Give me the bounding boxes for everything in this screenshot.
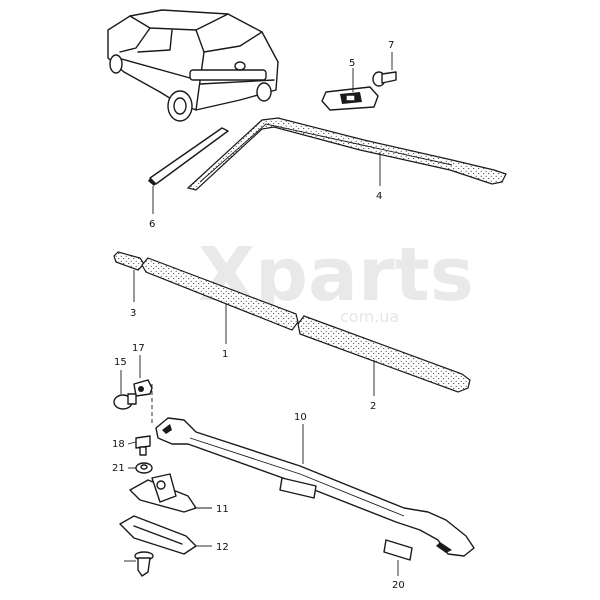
part-4-roof-drip-moulding xyxy=(186,117,507,191)
car-illustration xyxy=(107,9,279,122)
callout-1: 1 xyxy=(222,349,228,360)
callout-20: 21 xyxy=(112,463,125,474)
part-6-window-seal-strip xyxy=(148,127,229,214)
callout-5: 5 xyxy=(349,58,355,69)
callout-12: 12 xyxy=(216,542,229,553)
callout-14: 15 xyxy=(114,357,127,368)
callout-6: 6 xyxy=(149,219,155,230)
part-20-washer xyxy=(128,462,153,474)
part-18-adhesive-pad xyxy=(383,539,413,576)
callout-7: 7 xyxy=(388,40,394,51)
part-15-expanding-nut xyxy=(133,355,153,397)
part-17-socket-screw xyxy=(127,435,151,456)
callout-15: 17 xyxy=(132,343,145,354)
watermark-domain: com.ua xyxy=(340,307,399,326)
part-10-roof-rail xyxy=(155,417,475,557)
part-3-moulding-end-cap xyxy=(113,251,145,302)
part-2-front-moulding-strip xyxy=(297,315,471,396)
callout-17: 18 xyxy=(112,439,125,450)
callout-11: 11 xyxy=(216,504,229,515)
part-12-mounting-gasket xyxy=(119,515,212,555)
part-11-rail-mounting-foot xyxy=(129,473,212,513)
callout-4: 4 xyxy=(376,191,382,202)
part-5-moulding-clip xyxy=(321,68,379,111)
part-14-plug-cap xyxy=(113,370,137,410)
callout-10: 10 xyxy=(294,412,307,423)
part-21-push-rivet xyxy=(124,551,154,577)
callout-2: 2 xyxy=(370,401,376,412)
callout-18: 20 xyxy=(392,580,405,591)
part-7-clip-screw xyxy=(372,52,397,87)
callout-3: 3 xyxy=(130,308,136,319)
part-1-rear-moulding-strip xyxy=(141,257,299,344)
